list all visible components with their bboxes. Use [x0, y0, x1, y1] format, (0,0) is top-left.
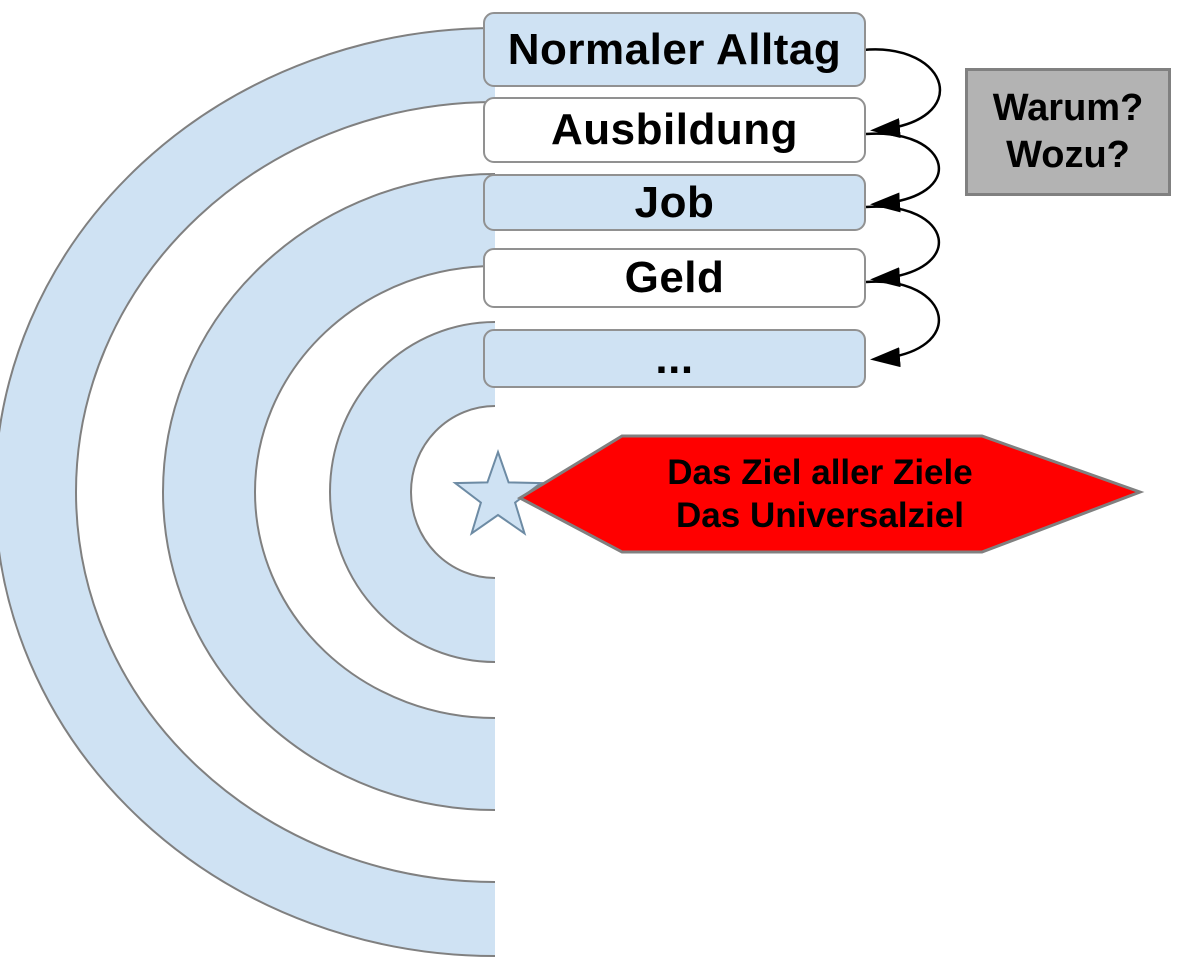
node-job: Job [483, 174, 866, 231]
star-icon [452, 448, 544, 536]
node-label: Normaler Alltag [507, 24, 842, 74]
node-geld: Geld [483, 248, 866, 308]
question-line-2: Wozu? [1006, 134, 1130, 176]
node-label: Geld [624, 253, 725, 302]
target-half-rings [0, 27, 495, 957]
node-label: Ausbildung [551, 105, 798, 154]
ring-center-white [410, 405, 495, 579]
node-ellipsis: ... [483, 329, 866, 388]
goal-banner-text: Das Ziel aller Ziele Das Universalziel [590, 440, 1050, 548]
curved-left-arrow-icon-2 [865, 132, 940, 213]
goal-banner-hexagon [516, 434, 1145, 554]
node-label: ... [655, 333, 694, 383]
chain-arrows [862, 48, 942, 368]
curved-left-arrow-icon-3 [865, 205, 940, 288]
goal-banner-line-2: Das Universalziel [676, 496, 964, 535]
goal-banner-line-1: Das Ziel aller Ziele [667, 453, 973, 492]
node-ausbildung: Ausbildung [483, 97, 866, 163]
node-normaler-alltag: Normaler Alltag [483, 12, 866, 87]
node-label: Job [634, 177, 715, 227]
curved-left-arrow-icon-1 [862, 48, 942, 139]
curved-left-arrow-icon-4 [865, 280, 941, 368]
question-box: Warum? Wozu? [965, 68, 1171, 196]
question-line-1: Warum? [992, 87, 1144, 129]
